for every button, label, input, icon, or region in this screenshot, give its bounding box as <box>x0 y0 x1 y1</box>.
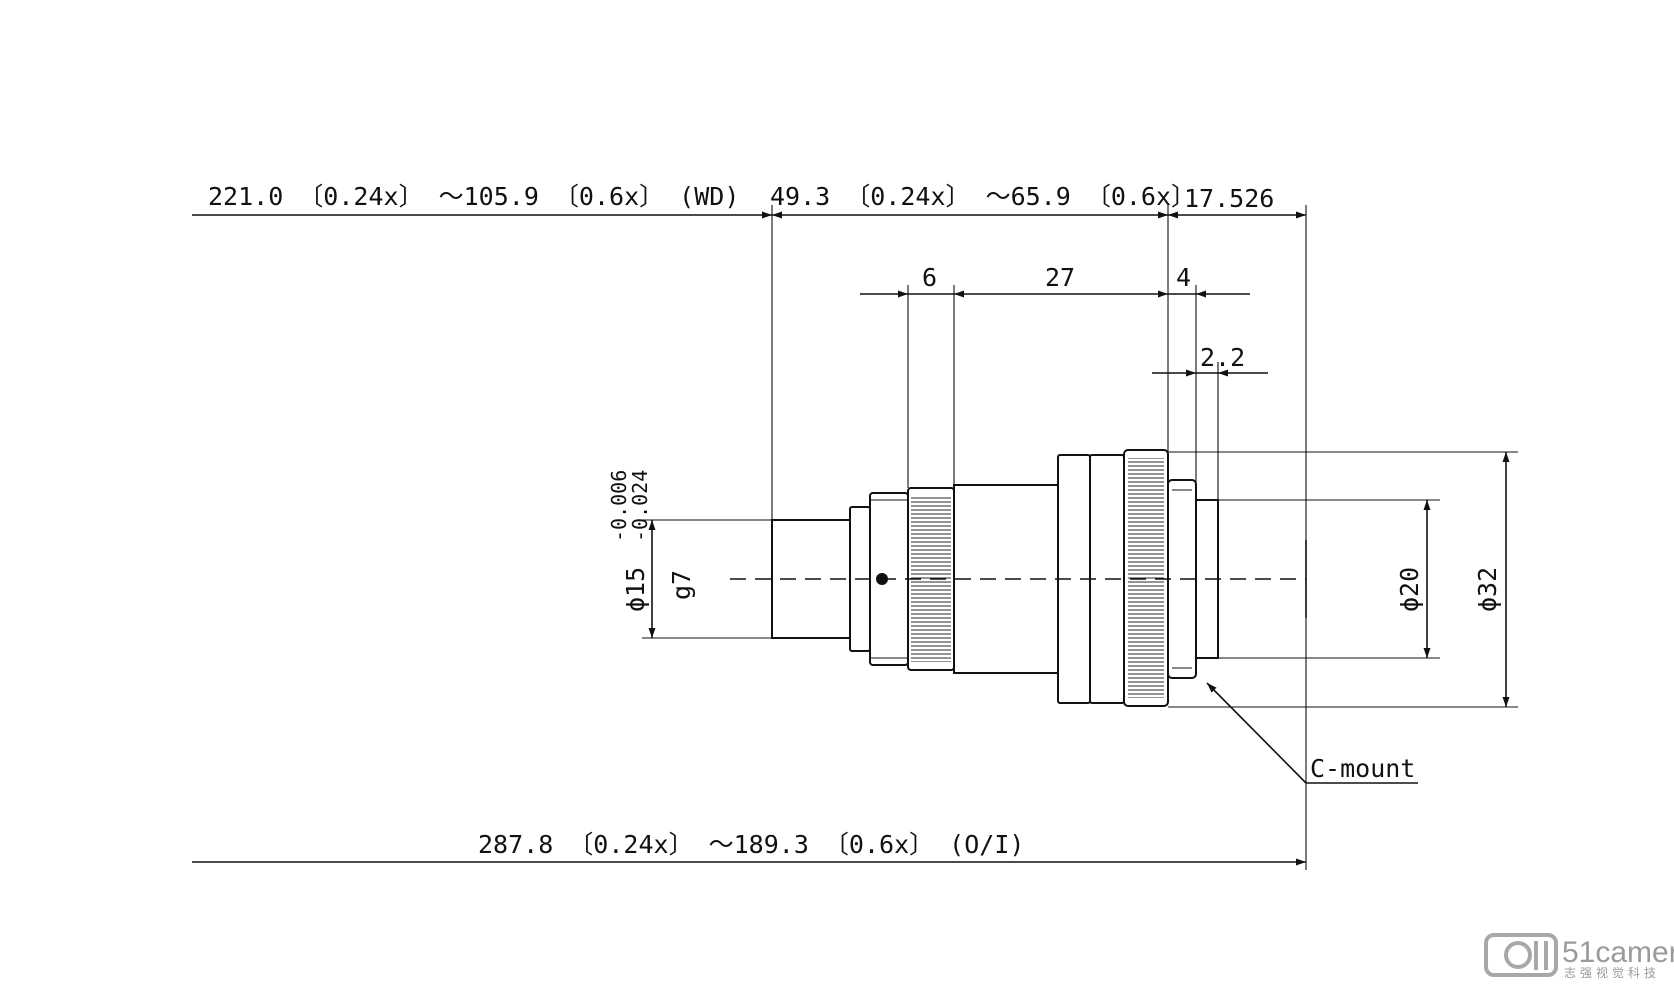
lens-body <box>730 449 1307 707</box>
lens-length-label: 49.3 〔0.24x〕 ～65.9 〔0.6x〕 <box>770 182 1196 211</box>
flange-label: 17.526 <box>1184 184 1274 213</box>
logo-text: 51camera <box>1562 936 1674 969</box>
tolerance-upper-label: -0.006 <box>607 470 631 542</box>
seg-27-label: 27 <box>1045 263 1075 292</box>
dia-32-label: ϕ32 <box>1473 567 1502 612</box>
dia-20-label: ϕ20 <box>1395 567 1424 612</box>
dia-15-label: ϕ15 <box>621 567 650 612</box>
extension-lines <box>642 205 1518 870</box>
c-mount-label: C-mount <box>1310 754 1415 783</box>
c-mount-leader <box>1206 682 1418 784</box>
fit-g7-label: g7 <box>667 570 696 600</box>
seg-6-label: 6 <box>922 263 937 292</box>
logo-subtext: 志强视觉科技 <box>1564 965 1660 980</box>
tolerance-lower-label: -0.024 <box>628 470 652 542</box>
camera-logo-icon <box>1484 933 1558 977</box>
dimension-lines <box>192 211 1510 866</box>
seg-4-label: 4 <box>1176 263 1191 292</box>
oi-label: 287.8 〔0.24x〕 ～189.3 〔0.6x〕 (O/I) <box>478 830 1024 859</box>
watermark-logo: 51camera 志强视觉科技 <box>1484 933 1674 980</box>
wd-label: 221.0 〔0.24x〕 ～105.9 〔0.6x〕 (WD) <box>208 182 739 211</box>
seg-2-2-label: 2.2 <box>1200 343 1245 372</box>
